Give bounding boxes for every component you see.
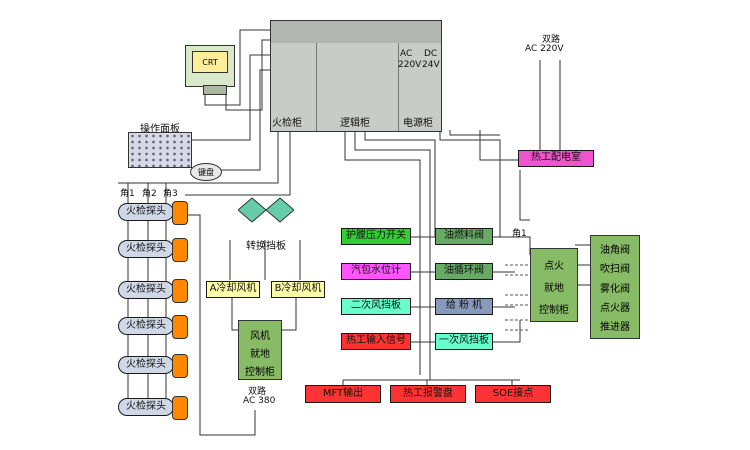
flame-detector-label: 火检探头 (126, 358, 166, 370)
ignition-cabinet-line-1: 点火 (544, 261, 564, 272)
signal-label: 二次风挡板 (351, 300, 401, 312)
power-dc-label: DC (424, 49, 438, 59)
cabinet-label-logic: 逻辑柜 (340, 118, 370, 129)
ignition-cabinet: 点火 就地 控制柜 (530, 248, 578, 322)
power-380-line-1: 双路 (248, 387, 267, 397)
flame-detector-label: 火检探头 (126, 205, 166, 217)
ignition-device-5: 推进器 (600, 322, 630, 333)
output-label: SOE接点 (492, 387, 534, 399)
power-ac-voltage: 220V (398, 60, 422, 70)
equipment-label: 给 粉 机 (445, 300, 483, 312)
main-cabinet (270, 20, 442, 132)
equipment-box-3: 给 粉 机 (435, 298, 493, 315)
output-label: 热工报警盘 (403, 387, 453, 399)
fan-a-label: A冷却风机 (209, 283, 257, 295)
flame-detector-cap-2 (172, 238, 188, 262)
ignition-cabinet-line-3: 控制柜 (539, 305, 569, 316)
ignition-device-4: 点火器 (600, 303, 630, 314)
signal-box-1: 护膛压力开关 (341, 228, 411, 245)
flame-detector-label: 火检探头 (126, 283, 166, 295)
ignition-device-2: 吹扫阀 (600, 264, 630, 275)
cabinet-label-flame: 火检柜 (272, 118, 302, 129)
keyboard-label: 键盘 (198, 167, 214, 177)
fan-cabinet-line-2: 就地 (250, 349, 270, 360)
main-cabinet-divider-2 (398, 43, 399, 131)
fan-cabinet-line-1: 风机 (250, 331, 270, 342)
crt-monitor: CRT (185, 45, 235, 87)
signal-label: 热工输入信号 (346, 335, 406, 347)
flame-detector-label: 火检探头 (126, 242, 166, 254)
keyboard[interactable]: 键盘 (190, 163, 222, 181)
output-box-mft: MFT输出 (305, 385, 381, 403)
fan-b: B冷却风机 (271, 281, 325, 298)
equipment-box-2: 油循环阀 (435, 263, 493, 280)
output-box-soe: SOE接点 (475, 385, 551, 403)
flame-detector-cap-6 (172, 396, 188, 420)
equipment-label: 油燃料阀 (444, 230, 484, 242)
thermal-dist-box: 热工配电室 (518, 150, 594, 167)
baffle-shape (238, 197, 294, 223)
signal-label: 汽包水位计 (351, 265, 401, 277)
signal-label: 护膛压力开关 (346, 230, 406, 242)
ignition-device-3: 雾化阀 (600, 284, 630, 295)
flame-detector-cap-1 (172, 201, 188, 225)
power-220-line-2: AC 220V (525, 44, 564, 54)
flame-detector-1: 火检探头 (118, 203, 174, 221)
angle-label-1: 角1 (120, 189, 135, 199)
flame-detector-5: 火检探头 (118, 356, 174, 374)
flame-detector-cap-5 (172, 354, 188, 378)
angle-label-3: 角3 (163, 189, 178, 199)
flame-detector-label: 火检探头 (126, 400, 166, 412)
power-380-line-2: AC 380 (243, 396, 276, 406)
output-label: MFT输出 (322, 387, 364, 399)
ignition-device-1: 油角阀 (600, 245, 630, 256)
baffle-label: 转换挡板 (246, 241, 286, 252)
cabinet-label-power: 电源柜 (403, 118, 433, 129)
flame-detector-cap-3 (172, 279, 188, 303)
signal-box-3: 二次风挡板 (341, 298, 411, 315)
operator-panel-label: 操作面板 (140, 124, 180, 135)
equipment-box-4: 一次风挡板 (435, 333, 493, 350)
crt-screen: CRT (192, 51, 228, 73)
fan-cabinet-line-3: 控制柜 (245, 367, 275, 378)
signal-box-2: 汽包水位计 (341, 263, 411, 280)
flame-detector-3: 火检探头 (118, 281, 174, 299)
angle-label-2: 角2 (142, 189, 157, 199)
power-dc-voltage: 24V (422, 60, 440, 70)
fan-cabinet: 风机 就地 控制柜 (238, 320, 282, 380)
crt-base (203, 85, 227, 95)
power-220-line-1: 双路 (542, 35, 561, 45)
equipment-label: 一次风挡板 (439, 335, 489, 347)
fan-a: A冷却风机 (206, 281, 260, 298)
flame-detector-2: 火检探头 (118, 240, 174, 258)
ignition-angle-label: 角1 (512, 229, 527, 239)
flame-detector-4: 火检探头 (118, 317, 174, 335)
ignition-cabinet-line-2: 就地 (544, 283, 564, 294)
flame-detector-6: 火检探头 (118, 398, 174, 416)
fan-b-label: B冷却风机 (274, 283, 322, 295)
output-box-alarm: 热工报警盘 (390, 385, 466, 403)
main-cabinet-divider-1 (316, 43, 317, 131)
signal-box-4: 热工输入信号 (341, 333, 411, 350)
ignition-devices-panel: 油角阀 吹扫阀 雾化阀 点火器 推进器 (590, 235, 640, 339)
operator-panel (128, 132, 192, 168)
flame-detector-cap-4 (172, 315, 188, 339)
power-ac-label: AC (400, 49, 413, 59)
main-cabinet-top (271, 21, 441, 43)
thermal-dist-label: 热工配电室 (531, 152, 581, 164)
flame-detector-label: 火检探头 (126, 319, 166, 331)
equipment-box-1: 油燃料阀 (435, 228, 493, 245)
crt-label: CRT (202, 57, 218, 67)
equipment-label: 油循环阀 (444, 265, 484, 277)
